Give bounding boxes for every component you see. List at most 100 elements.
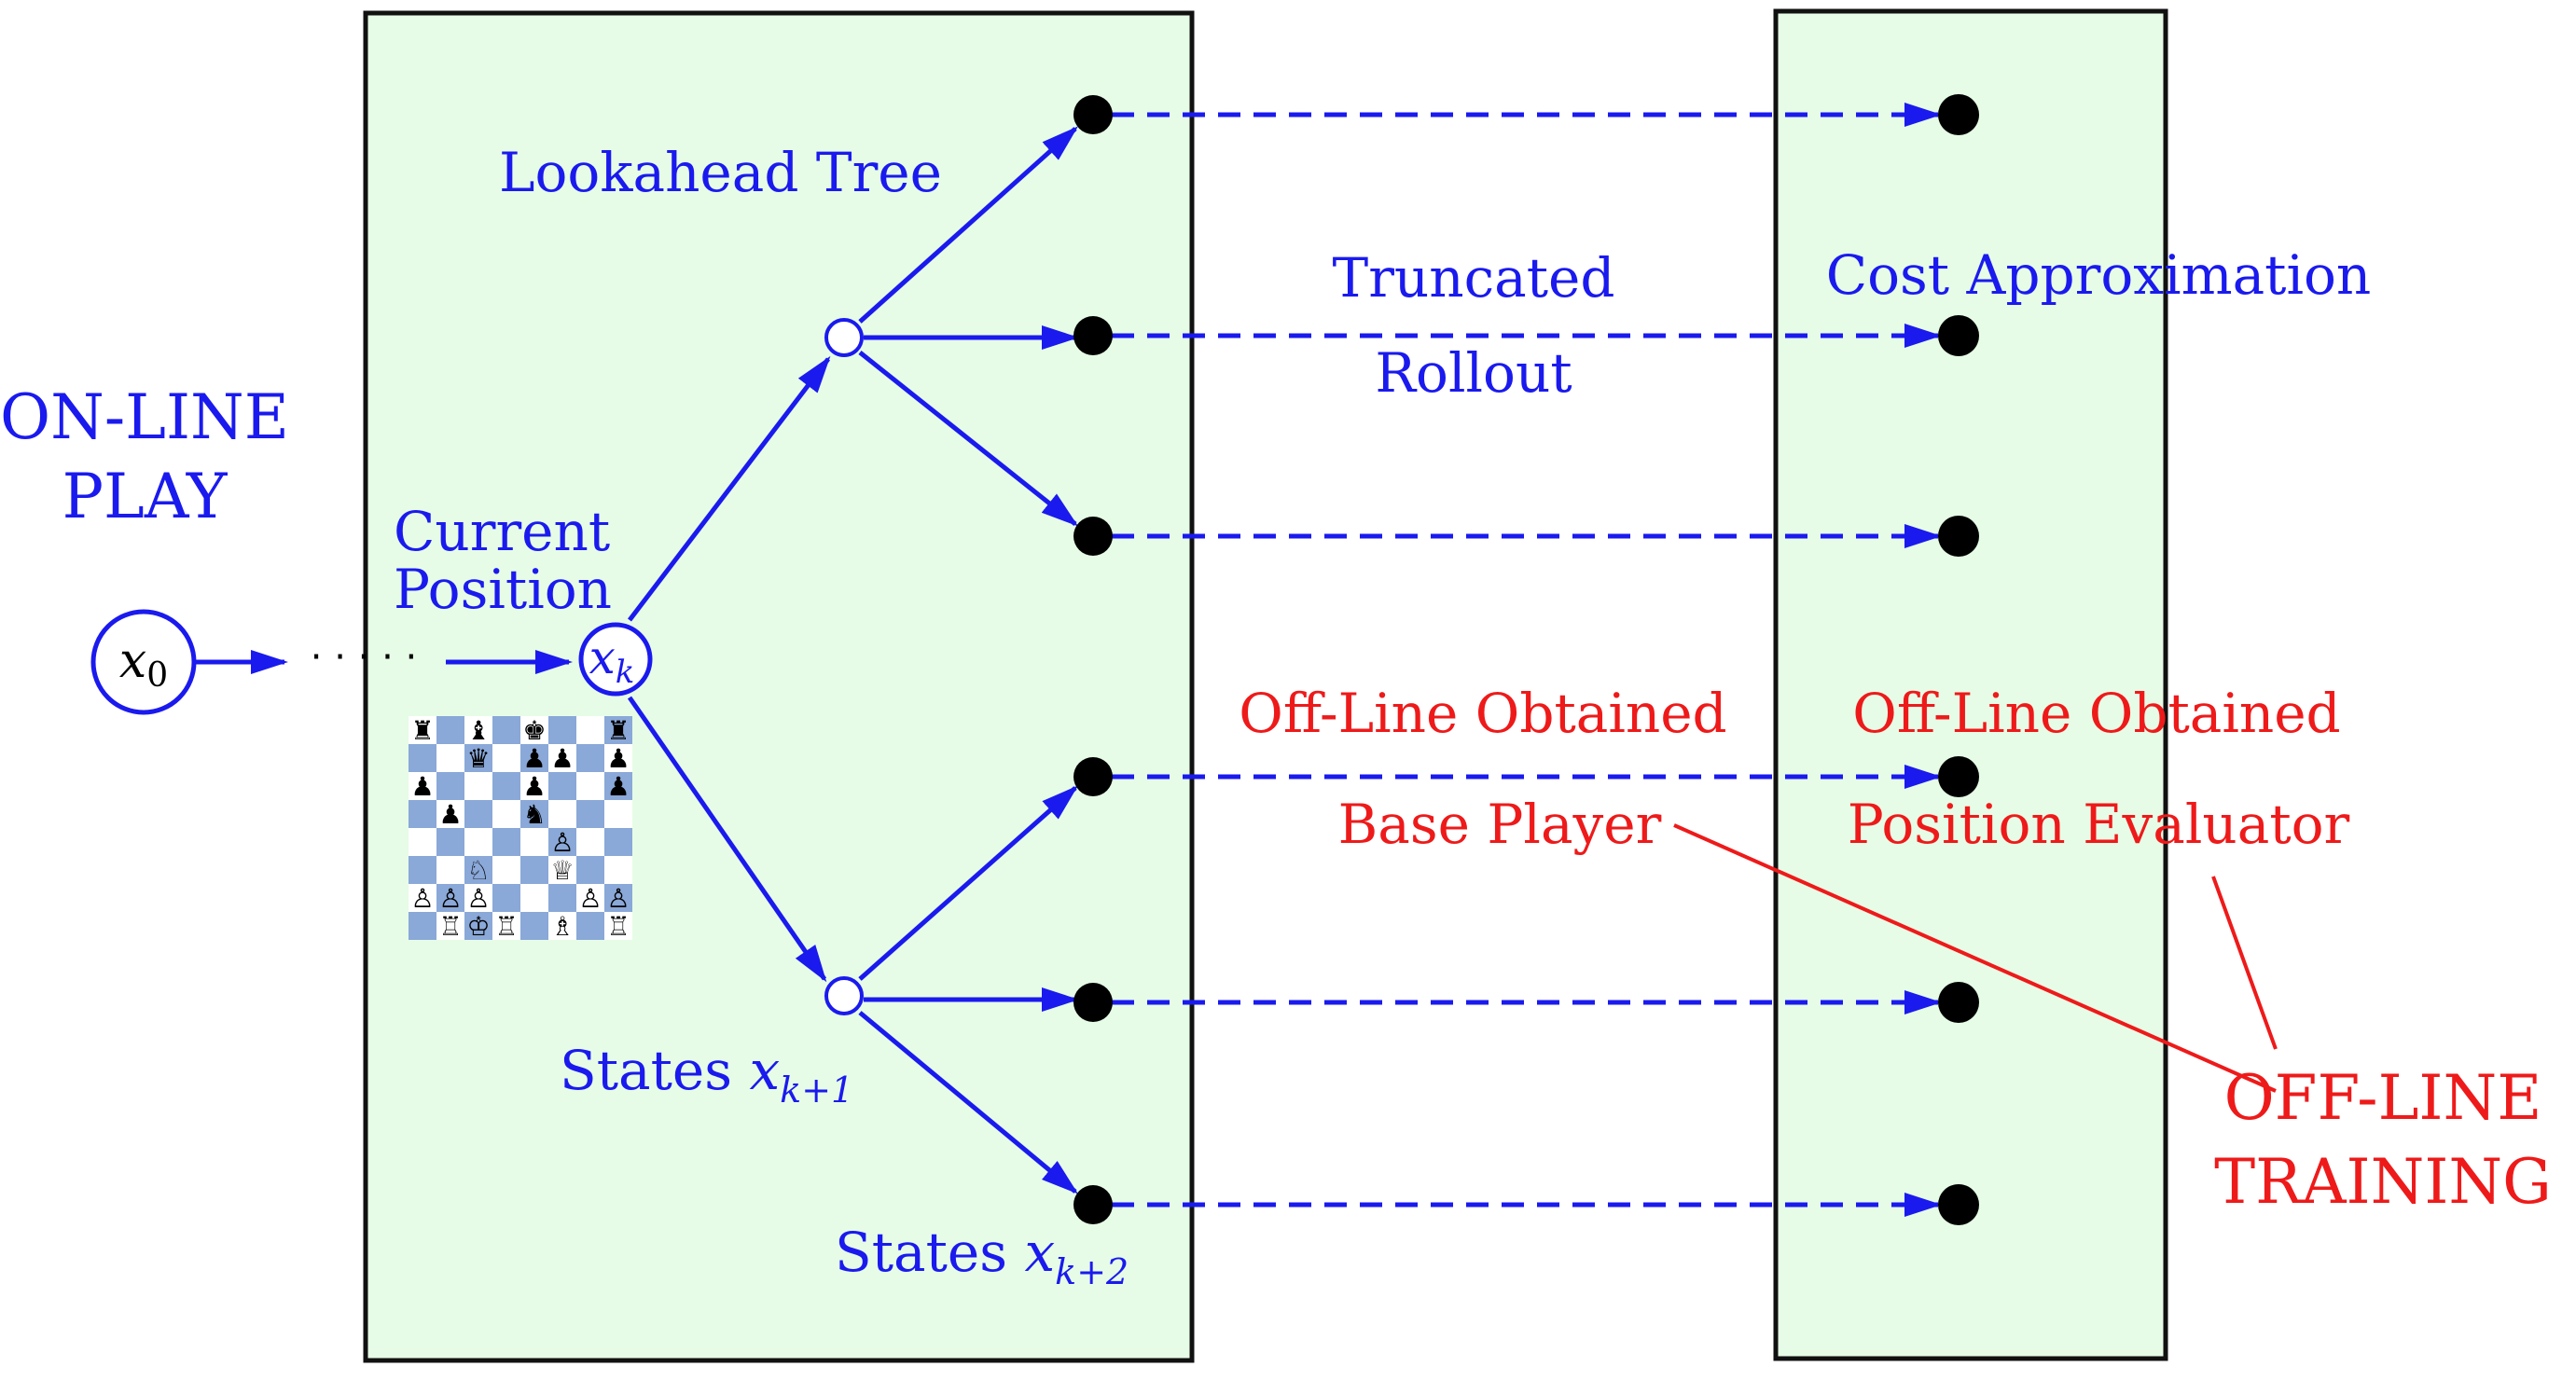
chess-piece: ♝ <box>466 715 490 746</box>
lower-state-node <box>824 976 864 1015</box>
board-square <box>436 800 464 828</box>
leaf-node-5 <box>1073 983 1113 1022</box>
board-square <box>436 828 464 856</box>
offline-training-line2: TRAINING <box>2214 1146 2552 1218</box>
leaf-node-1 <box>1073 95 1113 134</box>
board-square <box>436 856 464 884</box>
board-square <box>604 716 632 744</box>
board-square <box>409 884 436 912</box>
board-square <box>548 884 576 912</box>
board-square <box>464 856 492 884</box>
chess-piece: ♟ <box>522 771 546 802</box>
current-position-line2: Position <box>394 558 612 621</box>
board-square <box>436 884 464 912</box>
chess-piece: ♙ <box>438 883 462 914</box>
board-square <box>548 800 576 828</box>
board-square <box>492 772 520 800</box>
base-player-connector <box>1673 823 2277 1093</box>
chess-piece: ♟ <box>410 771 434 802</box>
evaluator-node-4 <box>1938 756 1979 797</box>
board-square <box>520 884 548 912</box>
lookahead-panel <box>363 10 1195 1363</box>
board-square <box>520 744 548 772</box>
chess-piece: ♖ <box>494 911 518 942</box>
chess-piece: ♙ <box>466 883 490 914</box>
board-square <box>492 800 520 828</box>
states-k1-label: States xk+1 <box>560 1039 853 1111</box>
rollout-label: Rollout <box>1375 341 1572 405</box>
board-square <box>520 772 548 800</box>
edge-upper-to-leaf-1 <box>858 126 1078 324</box>
online-play-line1: ON-LINE <box>0 381 289 453</box>
board-square <box>409 716 436 744</box>
board-square <box>548 828 576 856</box>
chess-piece: ♖ <box>606 911 630 942</box>
position-evaluator-label: Position Evaluator <box>1848 793 2350 856</box>
board-square <box>520 716 548 744</box>
board-square <box>409 772 436 800</box>
chess-piece: ♕ <box>550 855 574 886</box>
states-k2-label: States xk+2 <box>835 1221 1129 1292</box>
board-square <box>604 744 632 772</box>
chess-piece: ♞ <box>522 799 546 830</box>
chess-piece: ♚ <box>522 715 546 746</box>
board-square <box>436 912 464 940</box>
tree-edges <box>196 126 1079 1194</box>
evaluator-node-1 <box>1938 94 1979 135</box>
rollout-arrows <box>1112 103 1942 1217</box>
chess-piece: ♟ <box>606 771 630 802</box>
evaluator-node-3 <box>1938 516 1979 557</box>
cost-approximation-panel <box>1773 8 2168 1361</box>
chess-piece: ♟ <box>438 799 462 830</box>
board-square <box>548 912 576 940</box>
board-square <box>576 772 604 800</box>
leaf-node-3 <box>1073 517 1113 556</box>
board-square <box>409 912 436 940</box>
upper-state-node <box>824 318 864 357</box>
chess-piece: ♟ <box>606 743 630 774</box>
position-evaluator-connector <box>2211 876 2278 1050</box>
board-square <box>604 800 632 828</box>
board-square <box>604 856 632 884</box>
ellipsis-dots: · · · · · <box>311 636 417 679</box>
board-square <box>492 716 520 744</box>
board-square <box>604 912 632 940</box>
edge-xk-to-lower-node <box>627 696 827 983</box>
truncated-label: Truncated <box>1333 246 1615 310</box>
x0-node <box>90 609 197 715</box>
edge-upper-to-leaf-3 <box>858 351 1079 527</box>
board-square <box>492 912 520 940</box>
chess-piece: ♙ <box>550 827 574 858</box>
offline-obtained-label-1: Off-Line Obtained <box>1239 682 1726 745</box>
chess-piece: ♖ <box>438 911 462 942</box>
board-square <box>576 856 604 884</box>
board-square <box>409 828 436 856</box>
board-square <box>492 884 520 912</box>
board-square <box>520 800 548 828</box>
board-square <box>464 744 492 772</box>
chess-piece: ♔ <box>466 911 490 942</box>
board-square <box>604 884 632 912</box>
x0-label: x0 <box>119 633 168 695</box>
board-square <box>492 828 520 856</box>
xk-label: xk <box>589 630 635 691</box>
board-square <box>548 744 576 772</box>
chessboard-icon: ♜♝♚♜♛♟♟♟♟♟♟♟♞♙♘♕♙♙♙♙♙♖♔♖♗♖ <box>409 715 632 942</box>
board-square <box>604 772 632 800</box>
board-square <box>464 828 492 856</box>
chess-piece: ♛ <box>466 743 490 774</box>
chess-piece: ♜ <box>606 715 630 746</box>
evaluator-node-6 <box>1938 1184 1979 1225</box>
evaluator-node-5 <box>1938 982 1979 1023</box>
leaf-node-2 <box>1073 316 1113 355</box>
cost-approximation-label: Cost Approximation <box>1826 243 2372 307</box>
board-square <box>436 744 464 772</box>
leaf-nodes <box>1073 95 1113 1224</box>
board-square <box>464 772 492 800</box>
chess-piece: ♘ <box>466 855 490 886</box>
chess-piece: ♟ <box>522 743 546 774</box>
offline-training-line1: OFF-LINE <box>2224 1062 2542 1134</box>
online-play-line2: PLAY <box>62 461 229 532</box>
board-square <box>436 772 464 800</box>
